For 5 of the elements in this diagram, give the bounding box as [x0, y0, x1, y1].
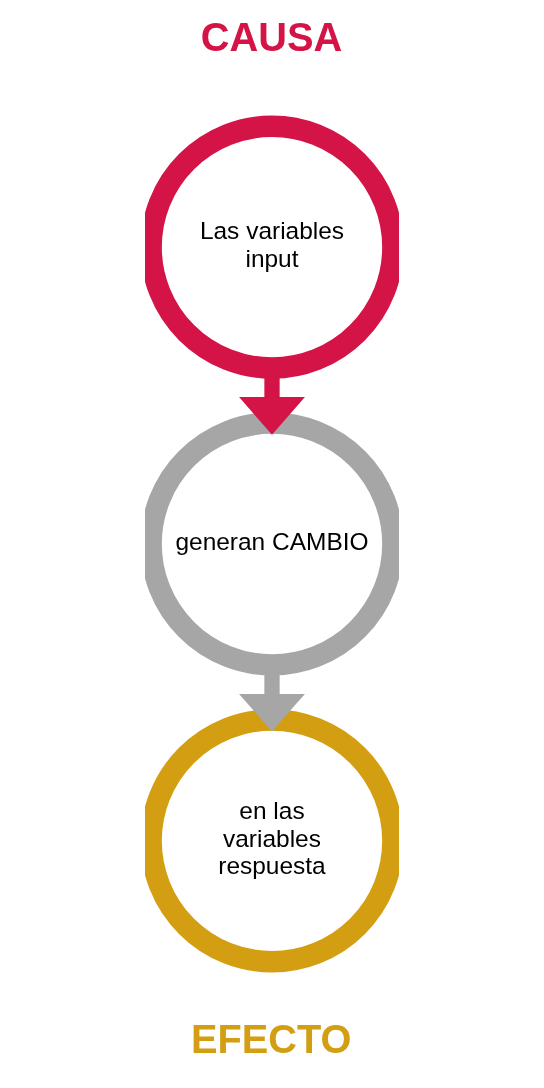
node-label: CAUSA — [200, 15, 343, 59]
node-label: EFECTO — [190, 1017, 352, 1062]
node-circle: en las variables respuesta — [145, 709, 399, 973]
node-circle: Las variables input — [145, 115, 399, 379]
node-circle: generan CAMBIO — [145, 412, 399, 676]
